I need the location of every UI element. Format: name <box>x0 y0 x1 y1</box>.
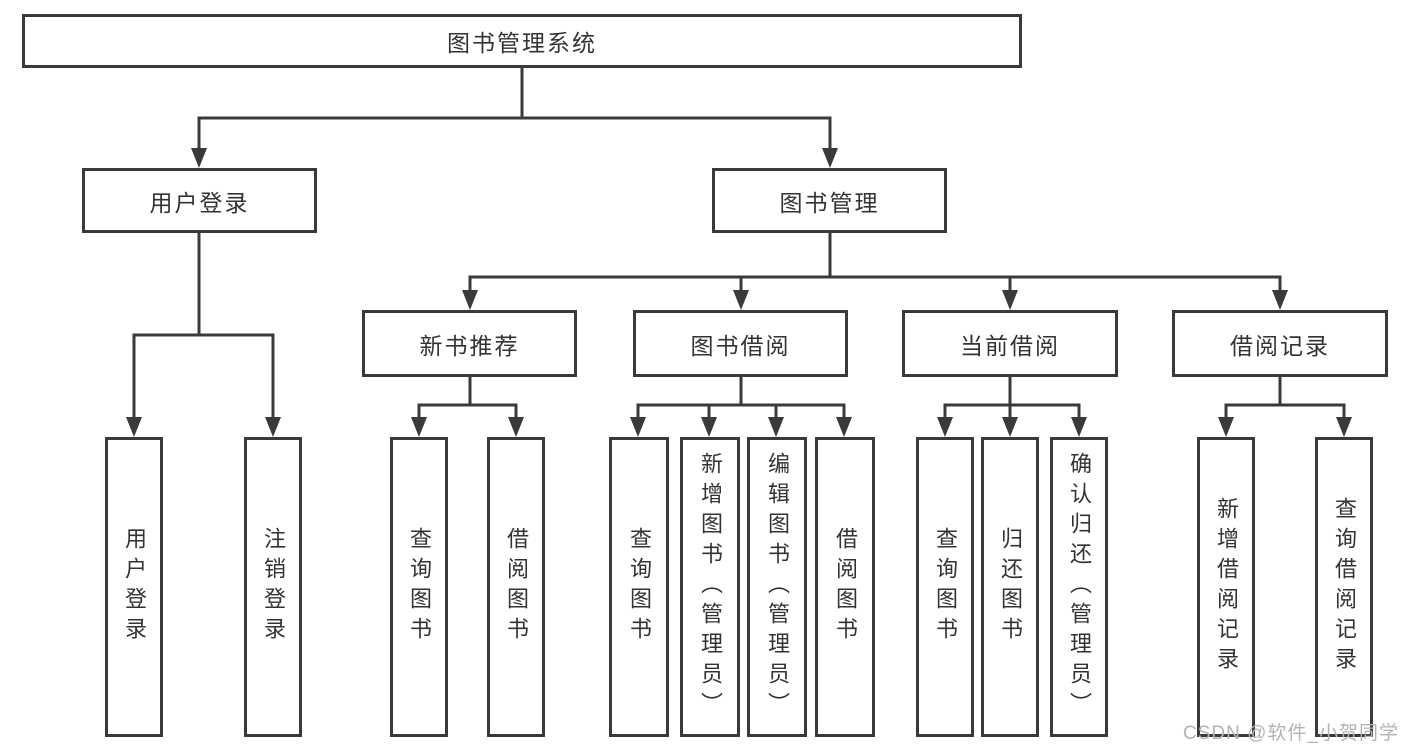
arrowhead-icon <box>1071 417 1087 437</box>
arrowhead-icon <box>768 417 784 437</box>
leaf-query-books-2: 查询图书 <box>609 437 669 737</box>
node-new-book-recommendation: 新书推荐 <box>362 310 577 377</box>
arrowhead-icon <box>462 290 478 310</box>
arrowhead-icon <box>411 417 427 437</box>
arrowhead-icon <box>630 417 646 437</box>
node-book-borrowing: 图书借阅 <box>633 310 848 377</box>
arrowhead-icon <box>1272 290 1288 310</box>
arrowhead-icon <box>836 417 852 437</box>
leaf-confirm-return-admin: 确认归还（管理员） <box>1050 437 1108 737</box>
leaf-add-book-admin: 新增图书（管理员） <box>680 437 740 737</box>
arrowhead-icon <box>701 417 717 437</box>
node-library-management-system: 图书管理系统 <box>22 14 1022 68</box>
arrowhead-icon <box>508 417 524 437</box>
node-borrowing-records: 借阅记录 <box>1172 310 1388 377</box>
arrowhead-icon <box>126 417 142 437</box>
leaf-add-borrow-record: 新增借阅记录 <box>1197 437 1255 737</box>
arrowhead-icon <box>822 148 838 168</box>
leaf-edit-book-admin: 编辑图书（管理员） <box>747 437 807 737</box>
leaf-user-login: 用户登录 <box>105 437 163 737</box>
arrowhead-icon <box>1002 290 1018 310</box>
arrowhead-icon <box>1336 417 1352 437</box>
leaf-borrow-books-2: 借阅图书 <box>815 437 875 737</box>
leaf-query-borrow-record: 查询借阅记录 <box>1315 437 1373 737</box>
arrowhead-icon <box>1002 417 1018 437</box>
arrowhead-icon <box>191 148 207 168</box>
leaf-borrow-books-1: 借阅图书 <box>487 437 545 737</box>
node-current-borrowing: 当前借阅 <box>902 310 1118 377</box>
leaf-return-book: 归还图书 <box>981 437 1039 737</box>
node-user-login: 用户登录 <box>82 168 317 233</box>
arrowhead-icon <box>937 417 953 437</box>
leaf-query-books-1: 查询图书 <box>390 437 448 737</box>
leaf-query-books-3: 查询图书 <box>916 437 974 737</box>
node-book-management: 图书管理 <box>712 168 947 233</box>
leaf-logout: 注销登录 <box>244 437 302 737</box>
arrowhead-icon <box>265 417 281 437</box>
arrowhead-icon <box>733 290 749 310</box>
arrowhead-icon <box>1218 417 1234 437</box>
